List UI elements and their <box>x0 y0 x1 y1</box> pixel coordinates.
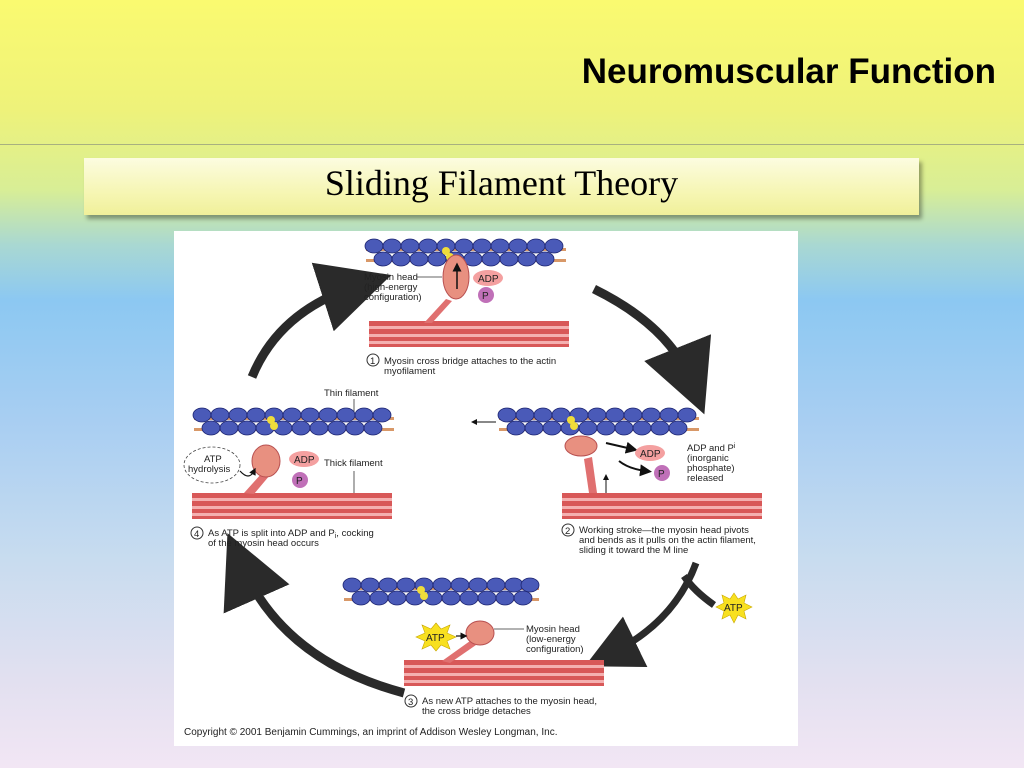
step4-myosin-head <box>251 444 281 478</box>
step3-myosin-head <box>465 620 495 646</box>
copyright-notice: Copyright © 2001 Benjamin Cummings, an i… <box>184 727 557 738</box>
cycle-arrow-3-to-4 <box>223 533 406 698</box>
step1-number: 1 <box>370 356 375 367</box>
step2-caption-3: sliding it toward the M line <box>579 545 688 556</box>
step4-caption-1: As ATP is split into ADP and Pi, cocking <box>208 528 374 540</box>
step1-head-label-2: (high-energy <box>364 282 418 293</box>
step4-adp-text: ADP <box>294 455 315 466</box>
cross-bridge-cycle-diagram: ADP P Myosin head (high-energy configura… <box>183 238 762 738</box>
step4-myosin-neck <box>244 473 270 494</box>
atp-hydrolysis-label-1: ATP <box>204 454 222 465</box>
cycle-arrow-1-to-2 <box>592 284 712 415</box>
step1-myosin-neck <box>424 299 452 323</box>
title-divider <box>0 144 1024 145</box>
step1-head-label-3: configuration) <box>364 292 422 303</box>
step1-thick-filament <box>369 321 569 347</box>
step3-caption-1: As new ATP attaches to the myosin head, <box>422 696 597 707</box>
step3-atp-star <box>415 622 457 652</box>
step3-atp-text: ATP <box>426 633 445 644</box>
step2-thick-filament <box>562 493 762 519</box>
step3-thin-filament <box>342 577 540 606</box>
step2-thin-filament <box>497 407 699 436</box>
step2-release-label-1: ADP and Pi <box>687 443 736 454</box>
slide-title: Neuromuscular Function <box>581 52 996 91</box>
step1-pi-badge <box>478 287 494 303</box>
cycle-arrow-4-to-1 <box>247 262 392 379</box>
step1-number-circle <box>366 353 380 367</box>
step1-adp-text: ADP <box>478 274 499 285</box>
step2-adp-text: ADP <box>640 449 661 460</box>
subtitle-banner: Sliding Filament Theory <box>84 158 919 215</box>
step2-caption-2: and bends as it pulls on the actin filam… <box>579 535 756 546</box>
step2-myosin-neck <box>584 457 597 493</box>
step1-pi-text: P <box>482 291 489 302</box>
step1-group: ADP P Myosin head (high-energy configura… <box>364 238 569 377</box>
step2-pi-badge <box>654 465 670 481</box>
step1-head-label-1: Myosin head <box>364 272 418 283</box>
step4-thin-filament <box>192 407 394 436</box>
step3-number-circle <box>404 694 418 708</box>
slide-subtitle: Sliding Filament Theory <box>324 162 679 203</box>
step1-adp-badge <box>473 270 503 286</box>
step2-pi-text: P <box>658 469 665 480</box>
step2-caption-1: Working stroke—the myosin head pivots <box>579 525 749 536</box>
step1-myosin-head <box>442 254 470 300</box>
step1-caption-2: myofilament <box>384 366 436 377</box>
step4-group: Thin filament ATP <box>183 388 394 549</box>
cross-bridge-cycle-figure: ADP P Myosin head (high-energy configura… <box>174 231 798 746</box>
step4-thick-filament <box>192 493 392 519</box>
step3-head-label-1: Myosin head <box>526 624 580 635</box>
step3-thick-filament <box>404 660 604 686</box>
atp-entry-arrow <box>681 574 717 608</box>
step2-myosin-head <box>564 435 598 457</box>
incoming-atp-text: ATP <box>724 603 743 614</box>
step3-number: 3 <box>408 697 413 708</box>
step3-head-label-3: configuration) <box>526 644 584 655</box>
step2-number: 2 <box>565 526 570 537</box>
step4-caption-2: of the myosin head occurs <box>208 538 319 549</box>
step4-number: 4 <box>194 529 199 540</box>
step1-caption-1: Myosin cross bridge attaches to the acti… <box>384 356 556 367</box>
step4-pi-text: P <box>296 476 303 487</box>
step2-number-circle <box>561 523 575 537</box>
step2-release-label-2: (inorganic <box>687 453 729 464</box>
cycle-arrow-2-to-3 <box>584 561 700 667</box>
step2-release-label-4: released <box>687 473 723 484</box>
step2-release-label-3: phosphate) <box>687 463 735 474</box>
thin-filament-label: Thin filament <box>324 388 379 399</box>
step1-thin-filament <box>364 238 566 267</box>
atp-hydrolysis-label-2: hydrolysis <box>188 464 230 475</box>
step4-adp-badge <box>289 451 319 467</box>
step2-adp-badge <box>635 445 665 461</box>
incoming-atp-star <box>715 592 753 624</box>
step3-myosin-neck <box>442 641 476 663</box>
step3-head-label-2: (low-energy <box>526 634 576 645</box>
step3-group: ATP Myosin head (low-energy configuratio… <box>342 577 604 717</box>
atp-hydrolysis-bubble <box>183 446 241 484</box>
step4-number-circle <box>190 526 204 540</box>
step2-group: ADP P ADP and Pi (inorganic phosphate) r… <box>471 407 762 556</box>
step4-pi-badge <box>292 472 308 488</box>
thick-filament-label: Thick filament <box>324 458 383 469</box>
step3-caption-2: the cross bridge detaches <box>422 706 531 717</box>
